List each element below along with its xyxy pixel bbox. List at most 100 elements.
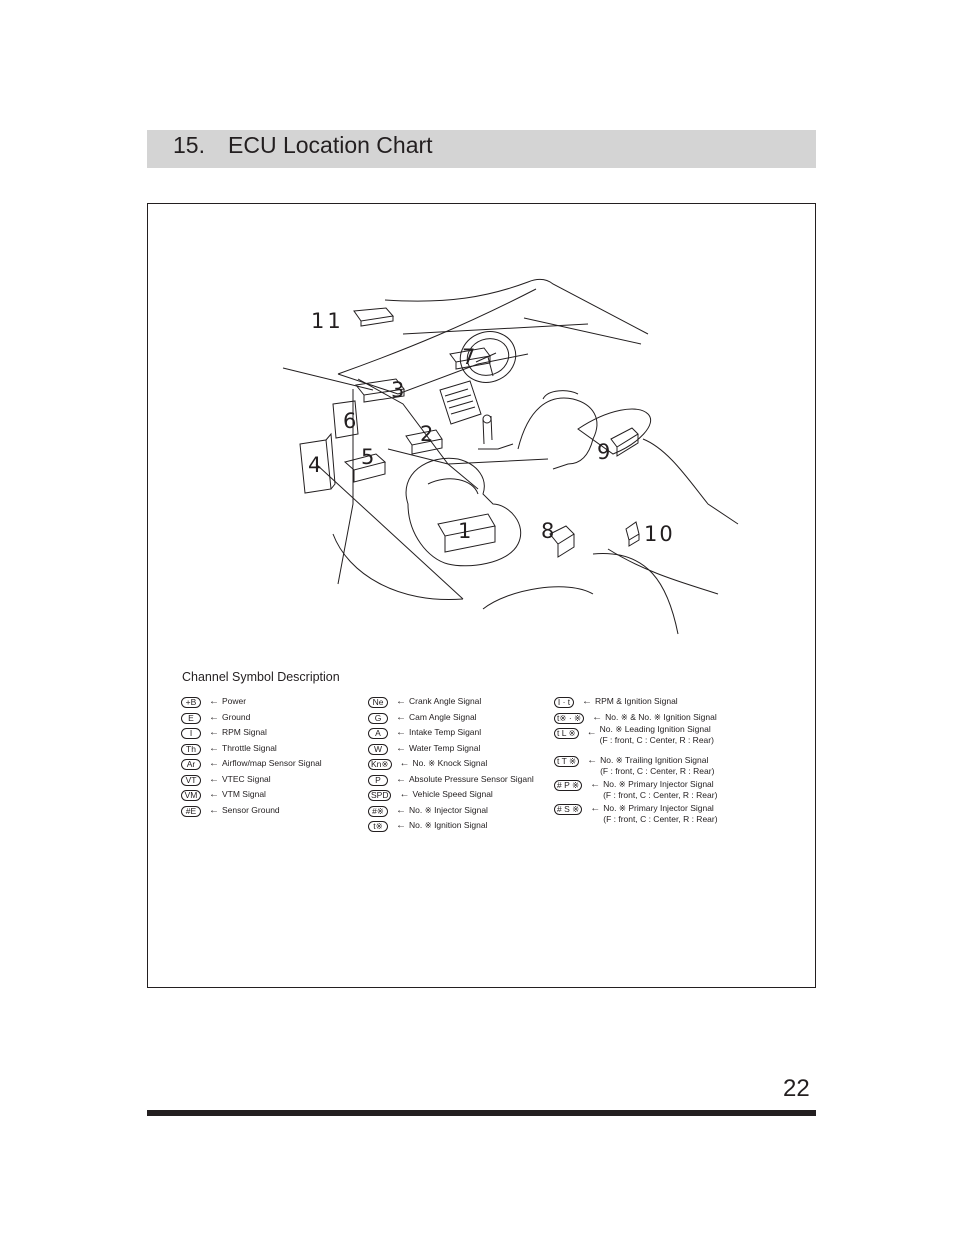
- channel-description: Throttle Signal: [222, 742, 277, 753]
- arrow-icon: ←: [586, 727, 597, 738]
- channel-symbol: E: [181, 712, 201, 724]
- channel-description: Ground: [222, 711, 251, 722]
- channel-description: VTM Signal: [222, 789, 266, 799]
- channel-description: No. ※ Leading Ignition Signal (F : front…: [600, 724, 714, 746]
- arrow-icon: ←: [209, 742, 219, 754]
- channel-symbol: I · t: [554, 697, 574, 708]
- location-label-1: 1: [458, 519, 471, 543]
- channel-description: No. ※ Injector Signal: [409, 804, 488, 815]
- legend-row: I · t ← RPM & Ignition Signal: [554, 696, 678, 712]
- legend-row: # P ※ ← No. ※ Primary Injector Signal (F…: [554, 779, 717, 805]
- arrow-icon: ←: [590, 803, 601, 814]
- legend-row: Th ← Throttle Signal: [181, 743, 277, 759]
- location-label-4: 4: [308, 453, 321, 477]
- legend-row: Ne ← Crank Angle Signal: [368, 696, 481, 712]
- channel-symbol: # P ※: [554, 780, 583, 791]
- arrow-icon: ←: [396, 727, 406, 738]
- arrow-icon: ←: [209, 727, 219, 738]
- channel-symbol: W: [368, 743, 388, 755]
- arrow-icon: ←: [396, 711, 406, 723]
- channel-description: Airflow/map Sensor Signal: [222, 758, 322, 768]
- arrow-icon: ←: [592, 711, 603, 723]
- channel-description: No. ※ Primary Injector Signal (F : front…: [603, 779, 717, 801]
- legend-row: P ← Absolute Pressure Sensor Siganl: [368, 774, 534, 790]
- channel-description: Cam Angle Signal: [409, 711, 477, 722]
- channel-description-note: (F : front, C : Center, R : Rear): [603, 814, 718, 824]
- location-label-2: 2: [420, 422, 433, 446]
- channel-symbol: # S ※: [554, 804, 583, 815]
- channel-description: Sensor Ground: [222, 804, 280, 815]
- arrow-icon: ←: [209, 758, 219, 769]
- location-label-5: 5: [361, 445, 374, 469]
- channel-symbol: VT: [181, 774, 201, 786]
- channel-symbol: #E: [181, 805, 201, 817]
- channel-description: No. ※ Trailing Ignition Signal (F : fron…: [600, 755, 714, 777]
- section-header: 15. ECU Location Chart: [147, 130, 816, 168]
- legend-row: t L ※ ← No. ※ Leading Ignition Signal (F…: [554, 724, 714, 753]
- channel-description: No. ※ Knock Signal: [412, 758, 488, 768]
- channel-description: VTEC Signal: [222, 773, 271, 784]
- arrow-icon: ←: [399, 789, 410, 800]
- chart-frame: 1 2 3 4 5 6 7 8 9 10 11 Channel Symbol D…: [147, 203, 816, 988]
- channel-symbol: +B: [181, 697, 201, 708]
- arrow-icon: ←: [396, 773, 406, 785]
- channel-description: No. ※ Primary Injector Signal (F : front…: [603, 803, 717, 825]
- legend-row: t※ · ※ ← No. ※ & No. ※ Ignition Signal: [554, 712, 717, 728]
- channel-symbol: t※: [368, 821, 388, 832]
- legend-row: VM ← VTM Signal: [181, 789, 266, 805]
- car-interior-illustration: 1 2 3 4 5 6 7 8 9 10 11: [282, 278, 739, 635]
- channel-symbol: SPD: [368, 790, 392, 801]
- channel-symbol: I: [181, 728, 201, 739]
- arrow-icon: ←: [209, 804, 219, 816]
- legend-row: # S ※ ← No. ※ Primary Injector Signal (F…: [554, 803, 718, 829]
- location-label-11: 11: [311, 309, 344, 333]
- arrow-icon: ←: [396, 804, 406, 816]
- legend-row: #※ ← No. ※ Injector Signal: [368, 805, 488, 821]
- legend-row: E ← Ground: [181, 712, 250, 728]
- location-label-6: 6: [343, 409, 356, 433]
- arrow-icon: ←: [209, 696, 219, 707]
- channel-symbol: t※ · ※: [554, 712, 585, 724]
- channel-symbol: #※: [368, 805, 388, 817]
- channel-description-line: No. ※ Primary Injector Signal: [603, 779, 714, 789]
- channel-description-line: No. ※ Leading Ignition Signal: [599, 724, 711, 734]
- channel-symbol: G: [368, 712, 388, 724]
- channel-symbol: P: [368, 774, 388, 786]
- location-label-3: 3: [391, 378, 404, 402]
- legend-row: G ← Cam Angle Signal: [368, 712, 477, 728]
- legend-row: A ← Intake Temp Siganl: [368, 727, 481, 743]
- arrow-icon: ←: [396, 742, 406, 754]
- legend-row: SPD ← Vehicle Speed Signal: [368, 789, 493, 805]
- channel-description: Water Temp Signal: [409, 742, 481, 753]
- footer-rule: [147, 1110, 816, 1116]
- channel-description-line: RPM & Ignition Signal: [595, 696, 678, 706]
- channel-description-line: No. ※ Trailing Ignition Signal: [600, 755, 709, 765]
- channel-symbol: Th: [181, 743, 201, 755]
- channel-description: No. ※ & No. ※ Ignition Signal: [605, 712, 717, 723]
- channel-description: Absolute Pressure Sensor Siganl: [409, 773, 534, 784]
- channel-description-note: (F : front, C : Center, R : Rear): [603, 790, 718, 800]
- location-label-10: 10: [644, 522, 675, 546]
- channel-description: Power: [222, 696, 247, 706]
- legend-row: Kn※ ← No. ※ Knock Signal: [368, 758, 487, 774]
- legend-row: W ← Water Temp Signal: [368, 743, 480, 759]
- arrow-icon: ←: [209, 773, 219, 785]
- channel-symbol: Ar: [181, 759, 201, 770]
- arrow-icon: ←: [587, 755, 598, 766]
- location-label-8: 8: [541, 519, 554, 543]
- legend-row: Ar ← Airflow/map Sensor Signal: [181, 758, 322, 774]
- channel-description-note: (F : front, C : Center, R : Rear): [599, 735, 714, 745]
- legend-row: #E ← Sensor Ground: [181, 805, 280, 821]
- arrow-icon: ←: [590, 779, 601, 790]
- legend-row: t※ ← No. ※ Ignition Signal: [368, 820, 487, 836]
- channel-description-note: (F : front, C : Center, R : Rear): [600, 766, 715, 776]
- section-title: ECU Location Chart: [228, 132, 433, 158]
- location-label-9: 9: [597, 440, 610, 464]
- channel-description: Vehicle Speed Signal: [412, 789, 493, 799]
- channel-description-line: No. ※ & No. ※ Ignition Signal: [605, 711, 717, 722]
- legend-row: VT ← VTEC Signal: [181, 774, 271, 790]
- page-number: 22: [783, 1075, 810, 1102]
- channel-symbol: VM: [181, 790, 201, 801]
- channel-symbol: Ne: [368, 697, 388, 708]
- arrow-icon: ←: [209, 789, 219, 800]
